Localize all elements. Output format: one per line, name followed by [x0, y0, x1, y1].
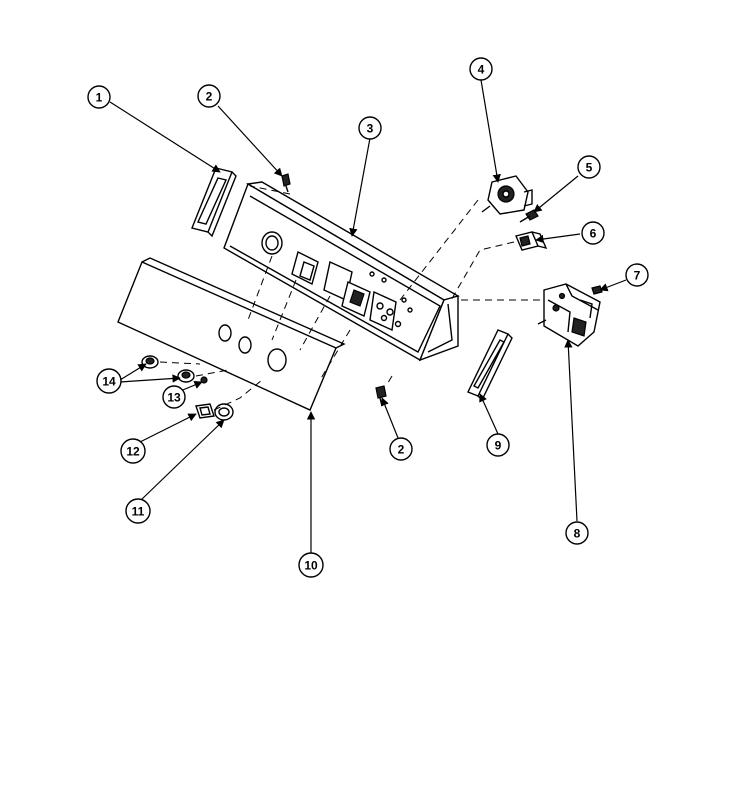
callout-13: 13: [162, 385, 186, 409]
callout-label: 7: [634, 269, 641, 283]
assembly-lines: [159, 185, 540, 411]
callout-10: 10: [298, 552, 324, 578]
callout-label: 6: [590, 227, 597, 241]
callout-label: 10: [304, 559, 318, 573]
timer: [481, 175, 533, 215]
callout-label: 14: [102, 375, 116, 389]
knob-14-a: [141, 355, 159, 369]
callout-12: 12: [120, 438, 146, 464]
callout-label: 11: [132, 505, 145, 519]
callout-11: 11: [125, 498, 151, 524]
callout-9: 9: [486, 433, 510, 457]
callout-label: 12: [126, 445, 140, 459]
callout-1: 1: [87, 85, 111, 109]
callout-14: 14: [96, 368, 122, 394]
right-end-cap: [467, 329, 513, 402]
leader-lines: [109, 79, 627, 553]
timer-knob-11: [214, 403, 234, 421]
control-console: [223, 181, 460, 362]
callout-label: 2: [206, 90, 213, 104]
callout-label: 3: [367, 122, 374, 136]
callout-8: 8: [565, 521, 589, 545]
knob-14-b: [177, 369, 195, 383]
callout-label: 13: [167, 391, 181, 405]
callout-label: 9: [495, 439, 502, 453]
callout-label: 5: [586, 161, 593, 175]
callout-7: 7: [625, 263, 649, 287]
callout-6: 6: [581, 221, 605, 245]
push-switch: [515, 231, 548, 251]
left-end-cap: [191, 167, 237, 238]
callout-label: 2: [398, 443, 405, 457]
callout-5: 5: [577, 155, 601, 179]
callout-4: 4: [469, 57, 493, 81]
callout-label: 8: [574, 527, 581, 541]
screw-5: [519, 209, 539, 223]
callout-2-top: 2: [197, 84, 221, 108]
callout-label: 1: [96, 91, 103, 105]
bezel-12: [195, 403, 215, 419]
callout-label: 4: [478, 63, 485, 77]
screw-2-top: [281, 173, 291, 193]
callout-3: 3: [358, 116, 382, 140]
callout-2-bottom: 2: [389, 437, 413, 461]
selector-switch: [537, 283, 601, 347]
